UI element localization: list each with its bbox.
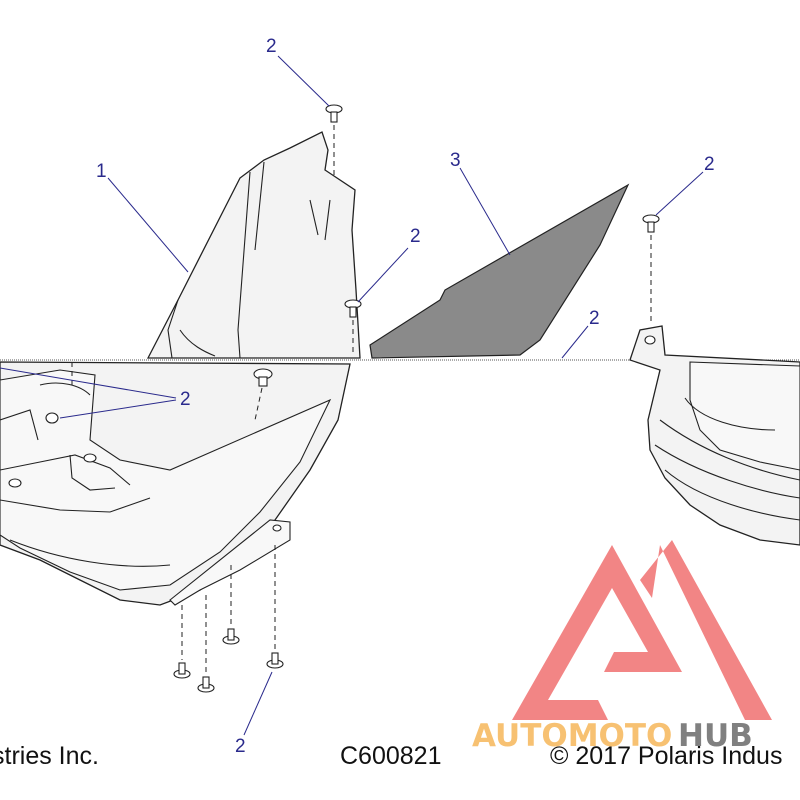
push-pin-mid [344,299,362,318]
fasteners [173,104,660,693]
right-body-section [629,325,800,546]
callouts: 1 2 2 2 2 2 2 3 [96,36,715,757]
push-pin-bottom-1 [173,662,191,679]
push-pin-top [325,104,343,123]
assembly-lines [71,125,652,675]
footer-copyright-right: © 2017 Polaris Indus [550,742,783,770]
push-pin-right [642,214,660,233]
watermark-logo: AUTOMOTO HUB [472,540,772,754]
logo-triangle-shape [512,540,772,720]
callout-1: 1 [96,161,107,182]
callout-2-mid: 2 [410,226,421,247]
callout-3: 3 [450,150,461,171]
callout-2-dark-panel: 2 [589,308,600,329]
callout-2-right: 2 [704,154,715,175]
footer-part-number: C600821 [340,742,442,770]
push-pin-body [253,368,273,387]
watermark-brand-auto: AUTOMOTO [472,718,672,754]
callout-2-body: 2 [180,389,191,410]
leader-lines [0,55,704,736]
push-pin-bottom-2 [197,676,215,693]
main-body-tub [0,361,351,606]
callout-2-top: 2 [266,36,277,57]
watermark-brand-hub: HUB [678,718,753,754]
footer-copyright-left: stries Inc. [0,742,99,770]
push-pin-bottom-4 [266,652,284,669]
part-1-fender-panel [146,131,361,359]
push-pin-bottom-3 [222,628,240,645]
part-3-dark-panel [369,183,630,359]
callout-2-bottom: 2 [235,736,246,757]
